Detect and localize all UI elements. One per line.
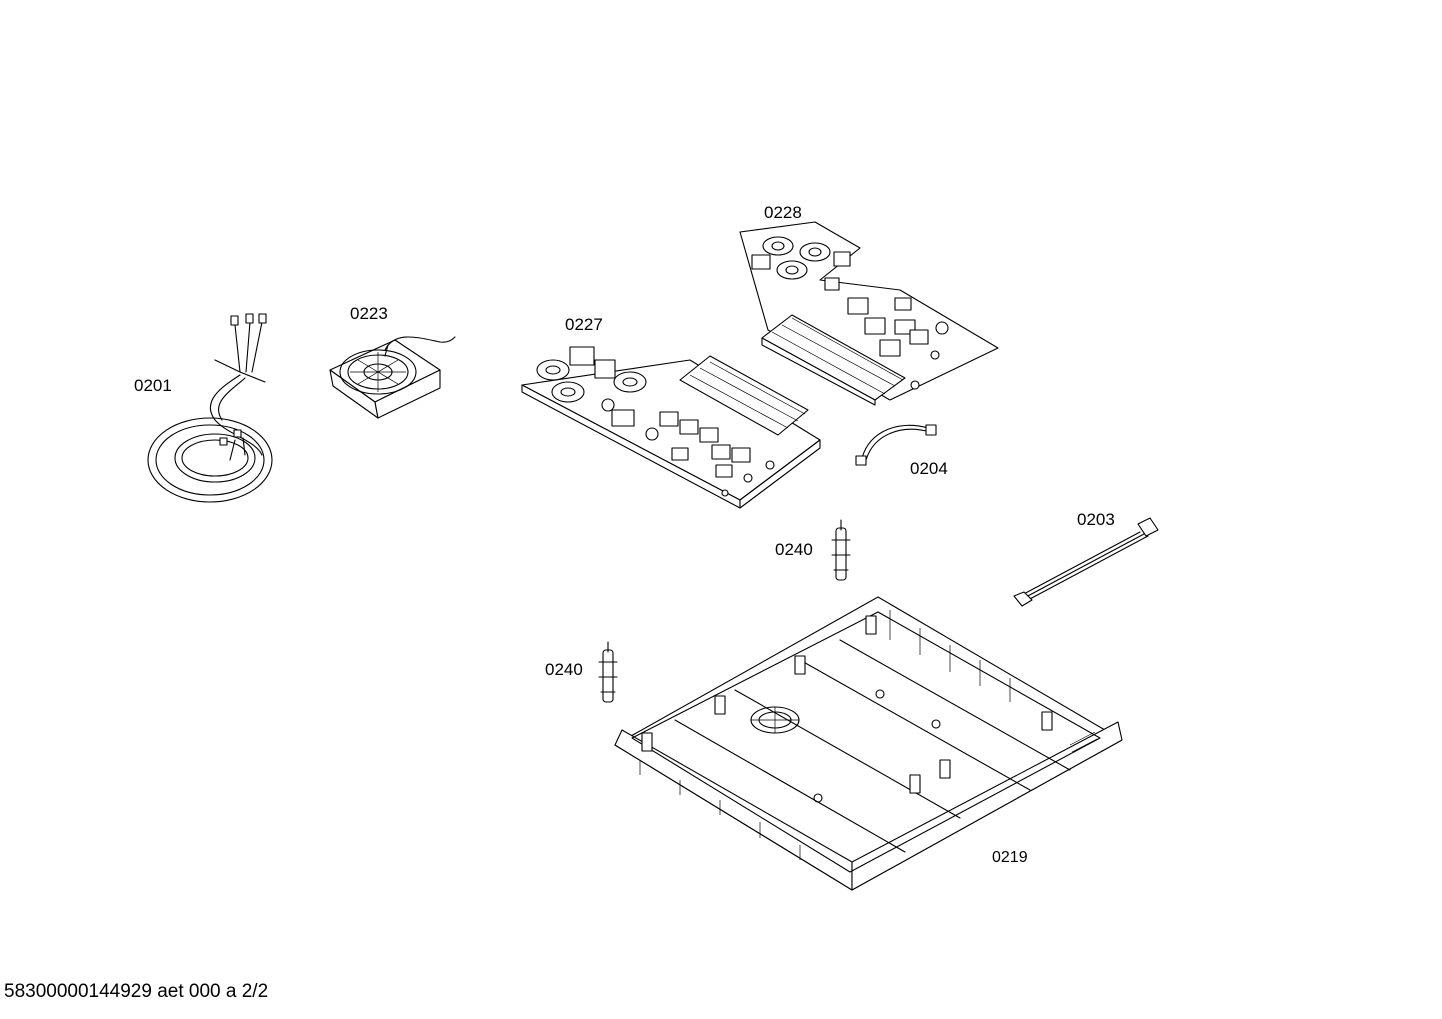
- part-0227-power-board: [521, 346, 821, 509]
- label-0223: 0223: [350, 304, 388, 323]
- part-0228-control-board: [739, 221, 999, 406]
- label-0240-lower: 0240: [545, 660, 583, 679]
- document-reference-footer: 58300000144929 aet 000 a 2/2: [4, 981, 269, 1002]
- label-0228: 0228: [764, 203, 802, 222]
- part-0203-ribbon-cable: [1013, 517, 1159, 607]
- label-0204: 0204: [910, 459, 948, 478]
- part-0219-housing-tray: [614, 596, 1123, 891]
- part-0204-cable: [855, 424, 937, 466]
- label-0227: 0227: [565, 315, 603, 334]
- label-0240-upper: 0240: [775, 540, 813, 559]
- label-0201: 0201: [134, 376, 172, 395]
- part-0240-clip-b: [598, 641, 618, 703]
- label-0219: 0219: [992, 849, 1028, 866]
- label-0203: 0203: [1077, 510, 1115, 529]
- part-0201-power-cable: [147, 313, 273, 503]
- part-0223-fan: [329, 336, 456, 419]
- part-0240-clip-a: [831, 519, 851, 581]
